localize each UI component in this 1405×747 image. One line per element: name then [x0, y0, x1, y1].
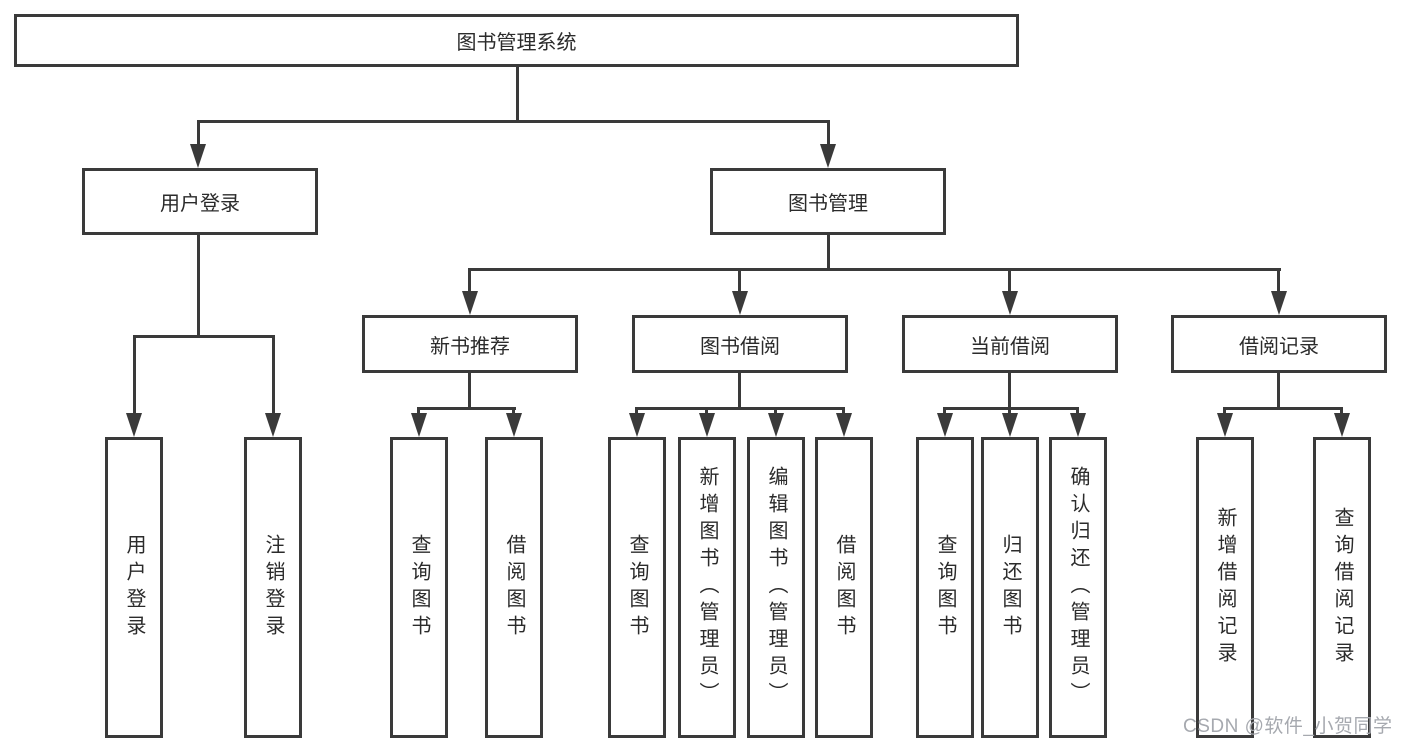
leaf-logout-login: 注销登录 — [244, 437, 302, 738]
connector-current-borrow-hbar — [943, 407, 1079, 410]
leaf-add-borrow-record: 新增借阅记录 — [1196, 437, 1254, 738]
leaf-user-login: 用户登录 — [105, 437, 163, 738]
arrowhead-down-add-book — [699, 413, 715, 437]
leaf-add-book-admin: 新增图书（管理员） — [678, 437, 736, 738]
leaf-return-book-label: 归还图书 — [999, 533, 1021, 642]
connector-drop-query-record — [1340, 407, 1343, 415]
leaf-edit-book-admin-label: 编辑图书（管理员） — [765, 466, 787, 709]
connector-level3-hbar — [468, 268, 1281, 271]
leaf-query-books-2: 查询图书 — [608, 437, 666, 738]
arrowhead-down-leaf-logout — [265, 413, 281, 437]
leaf-query-books-3-label: 查询图书 — [934, 533, 956, 642]
connector-level2-hbar — [197, 120, 830, 123]
leaf-edit-book-admin: 编辑图书（管理员） — [747, 437, 805, 738]
csdn-watermark: CSDN @软件_小贺同学 — [1183, 716, 1393, 737]
leaf-borrow-books-2-label: 借阅图书 — [833, 533, 855, 642]
connector-drop-book-borrow — [738, 268, 741, 292]
leaf-query-books-3: 查询图书 — [916, 437, 974, 738]
root-node-library-system: 图书管理系统 — [14, 14, 1019, 67]
leaf-borrow-books-1: 借阅图书 — [485, 437, 543, 738]
leaf-confirm-return-admin: 确认归还（管理员） — [1049, 437, 1107, 738]
arrowhead-down-leaf-user-login — [126, 413, 142, 437]
leaf-query-books-2-label: 查询图书 — [626, 533, 648, 642]
leaf-query-borrow-record: 查询借阅记录 — [1313, 437, 1371, 738]
node-current-borrowing: 当前借阅 — [902, 315, 1118, 373]
connector-drop-leaf-logout — [272, 335, 275, 413]
arrowhead-down-book-borrow — [732, 291, 748, 315]
connector-new-book-stem — [468, 373, 471, 407]
connector-borrow-record-stem — [1277, 373, 1280, 407]
arrowhead-down-borrow-books-1 — [506, 413, 522, 437]
arrowhead-down-borrow-record — [1271, 291, 1287, 315]
connector-drop-new-book — [468, 268, 471, 292]
arrowhead-down-user-login — [190, 144, 206, 168]
arrowhead-down-book-mgmt — [820, 144, 836, 168]
connector-user-login-hbar — [133, 335, 275, 338]
arrowhead-down-query-books-2 — [629, 413, 645, 437]
leaf-user-login-label: 用户登录 — [123, 533, 145, 642]
node-book-borrowing: 图书借阅 — [632, 315, 848, 373]
connector-drop-borrow-books-2 — [842, 407, 845, 415]
node-current-borrowing-label: 当前借阅 — [970, 335, 1050, 358]
leaf-return-book: 归还图书 — [981, 437, 1039, 738]
arrowhead-down-add-record — [1217, 413, 1233, 437]
node-book-borrowing-label: 图书借阅 — [700, 335, 780, 358]
node-borrowing-records: 借阅记录 — [1171, 315, 1387, 373]
leaf-add-borrow-record-label: 新增借阅记录 — [1214, 506, 1236, 669]
connector-borrow-record-hbar — [1223, 407, 1343, 410]
connector-drop-current-borrow — [1008, 268, 1011, 292]
connector-drop-query-books-1 — [417, 407, 420, 415]
connector-drop-borrow-record — [1277, 268, 1280, 292]
node-book-management-label: 图书管理 — [788, 193, 868, 215]
arrowhead-down-new-book — [462, 291, 478, 315]
node-user-login-label: 用户登录 — [160, 193, 240, 215]
connector-user-login-stem — [197, 235, 200, 335]
arrowhead-down-confirm-return — [1070, 413, 1086, 437]
connector-drop-query-books-2 — [635, 407, 638, 415]
connector-book-borrow-hbar — [635, 407, 845, 410]
arrowhead-down-current-borrow — [1002, 291, 1018, 315]
leaf-confirm-return-admin-label: 确认归还（管理员） — [1067, 466, 1089, 709]
leaf-borrow-books-2: 借阅图书 — [815, 437, 873, 738]
connector-current-borrow-stem — [1008, 373, 1011, 407]
arrowhead-down-borrow-books-2 — [836, 413, 852, 437]
connector-book-borrow-stem — [738, 373, 741, 407]
leaf-query-borrow-record-label: 查询借阅记录 — [1331, 506, 1353, 669]
connector-drop-edit-book — [774, 407, 777, 415]
arrowhead-down-query-books-3 — [937, 413, 953, 437]
connector-drop-book-mgmt — [827, 120, 830, 146]
node-book-management: 图书管理 — [710, 168, 946, 235]
leaf-query-books-1-label: 查询图书 — [408, 533, 430, 642]
arrowhead-down-query-books-1 — [411, 413, 427, 437]
arrowhead-down-query-record — [1334, 413, 1350, 437]
arrowhead-down-return-book — [1002, 413, 1018, 437]
connector-book-mgmt-stem — [827, 235, 830, 268]
connector-drop-confirm-return — [1076, 407, 1079, 415]
connector-drop-add-record — [1223, 407, 1226, 415]
connector-drop-user-login — [197, 120, 200, 146]
node-new-book-recommend: 新书推荐 — [362, 315, 578, 373]
connector-drop-add-book — [705, 407, 708, 415]
node-new-book-recommend-label: 新书推荐 — [430, 335, 510, 358]
node-user-login: 用户登录 — [82, 168, 318, 235]
connector-drop-leaf-user-login — [133, 335, 136, 413]
connector-root-stem — [516, 67, 519, 120]
connector-drop-return-book — [1008, 407, 1011, 415]
connector-drop-borrow-books-1 — [512, 407, 515, 415]
arrowhead-down-edit-book — [768, 413, 784, 437]
leaf-logout-login-label: 注销登录 — [262, 533, 284, 642]
leaf-query-books-1: 查询图书 — [390, 437, 448, 738]
leaf-add-book-admin-label: 新增图书（管理员） — [696, 466, 718, 709]
root-node-label: 图书管理系统 — [456, 32, 577, 54]
connector-new-book-hbar — [417, 407, 516, 410]
leaf-borrow-books-1-label: 借阅图书 — [503, 533, 525, 642]
node-borrowing-records-label: 借阅记录 — [1239, 335, 1319, 358]
connector-drop-query-books-3 — [943, 407, 946, 415]
